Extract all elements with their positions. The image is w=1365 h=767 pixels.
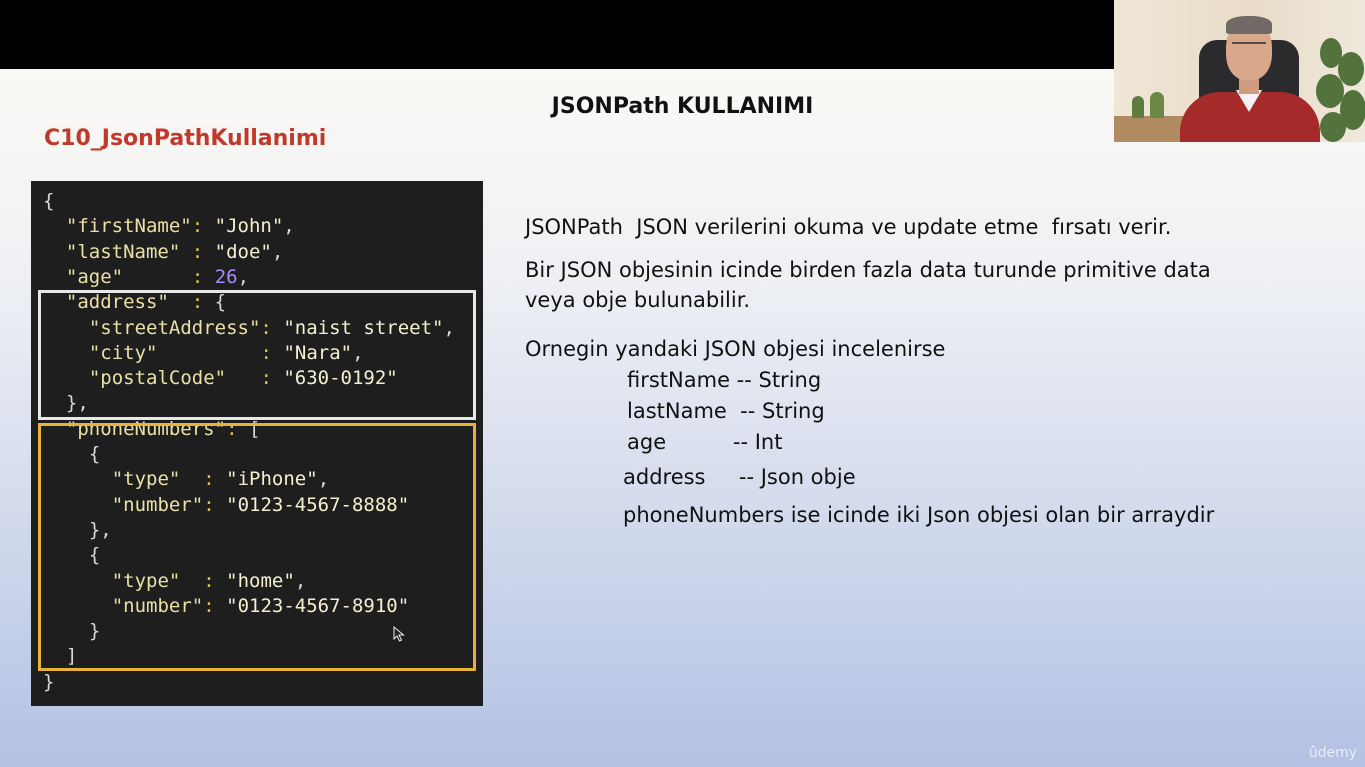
code-line: "age" : 26, (65, 265, 250, 288)
code-line: "postalCode" : "630-0192" (88, 367, 398, 390)
file-label: C10_JsonPathKullanimi (44, 126, 327, 151)
field-address: address -- Json obje (623, 465, 856, 489)
code-line: } (43, 670, 55, 693)
webcam-overlay (1114, 0, 1365, 142)
code-line: "firstName": "John", (65, 215, 295, 238)
field-last-name: lastName -- String (627, 399, 825, 423)
field-age: age -- Int (627, 430, 783, 454)
code-line: "city" : "Nara", (88, 341, 364, 364)
code-line: "number": "0123-4567-8888" (111, 493, 410, 516)
description-line-3: Ornegin yandaki JSON objesi incelenirse (525, 337, 946, 361)
json-code-panel: { "firstName": "John", "lastName" : "doe… (31, 181, 483, 706)
code-line: "lastName" : "doe", (65, 240, 284, 263)
presenter-hair (1226, 16, 1272, 34)
description-line-1: JSONPath JSON verilerini okuma ve update… (525, 215, 1172, 239)
description-line-2b: veya obje bulunabilir. (525, 288, 751, 312)
webcam-shelf (1114, 116, 1184, 142)
cactus-icon (1150, 92, 1164, 118)
code-line: "number": "0123-4567-8910" (111, 594, 410, 617)
code-line: "type" : "iPhone", (111, 468, 330, 491)
plant-icon (1310, 38, 1365, 142)
code-line: { (88, 544, 101, 567)
code-line: } (88, 620, 101, 643)
code-line: "phoneNumbers": [ (65, 417, 261, 440)
code-line: "type" : "home", (111, 569, 307, 592)
code-line: ] (65, 645, 78, 668)
udemy-watermark: ûdemy (1308, 745, 1357, 761)
cactus-icon (1132, 96, 1144, 118)
slide-title: JSONPath KULLANIMI (551, 94, 814, 119)
code-line: }, (65, 392, 89, 415)
code-line: "address" : { (65, 291, 227, 314)
code-line: { (88, 443, 101, 465)
mouse-cursor-icon (393, 626, 405, 642)
code-line: "streetAddress": "naist street", (88, 316, 455, 339)
field-first-name: firstName -- String (627, 368, 822, 392)
code-line: { (43, 190, 55, 212)
description-line-2a: Bir JSON objesinin icinde birden fazla d… (525, 258, 1211, 282)
field-phone-numbers: phoneNumbers ise icinde iki Json objesi … (623, 503, 1215, 527)
presenter-glasses (1232, 42, 1266, 50)
code-line: }, (88, 518, 112, 541)
